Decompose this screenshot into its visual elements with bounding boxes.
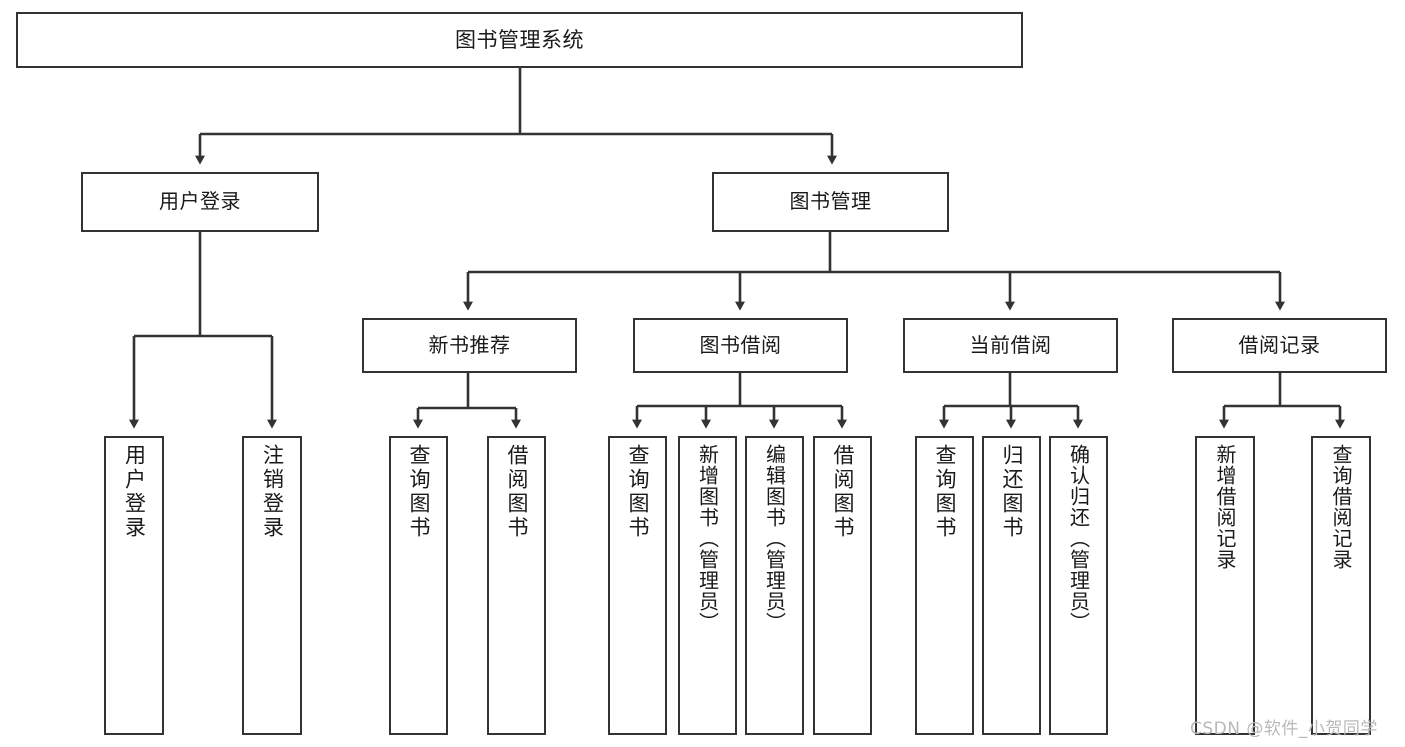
node-label: 新增借阅记录 (1213, 444, 1237, 570)
node-new-book-recommend[interactable]: 新书推荐 (362, 318, 577, 373)
node-label: 编辑图书（管理员） (762, 444, 787, 633)
node-label: 借阅图书 (505, 444, 529, 540)
node-label: 查询图书 (407, 444, 431, 540)
leaf-book-borrow-add-book-admin[interactable]: 新增图书（管理员） (678, 436, 737, 735)
node-label: 查询图书 (626, 444, 650, 540)
node-label: 注销登录 (260, 444, 285, 540)
node-label: 新增图书（管理员） (695, 444, 720, 633)
node-label: 确认归还（管理员） (1066, 444, 1091, 633)
node-label: 新书推荐 (428, 332, 511, 357)
node-root-system[interactable]: 图书管理系统 (16, 12, 1023, 68)
node-label: 用户登录 (159, 189, 241, 214)
node-label: 图书管理系统 (455, 27, 584, 52)
node-label: 查询借阅记录 (1329, 444, 1353, 570)
node-label: 借阅记录 (1238, 332, 1321, 357)
node-label: 用户登录 (122, 444, 147, 540)
node-borrow-record[interactable]: 借阅记录 (1172, 318, 1387, 373)
leaf-book-borrow-query[interactable]: 查询图书 (608, 436, 667, 735)
leaf-current-borrow-confirm-return-admin[interactable]: 确认归还（管理员） (1049, 436, 1108, 735)
node-current-borrow[interactable]: 当前借阅 (903, 318, 1118, 373)
leaf-new-book-borrow[interactable]: 借阅图书 (487, 436, 546, 735)
node-label: 当前借阅 (969, 332, 1052, 357)
leaf-borrow-record-query[interactable]: 查询借阅记录 (1311, 436, 1371, 735)
node-book-management[interactable]: 图书管理 (712, 172, 949, 232)
leaf-current-borrow-return[interactable]: 归还图书 (982, 436, 1041, 735)
node-user-login[interactable]: 用户登录 (81, 172, 319, 232)
leaf-user-login-logout[interactable]: 注销登录 (242, 436, 302, 735)
leaf-user-login-login[interactable]: 用户登录 (104, 436, 164, 735)
node-label: 查询图书 (933, 444, 957, 540)
node-label: 图书管理 (789, 189, 872, 214)
node-book-borrow[interactable]: 图书借阅 (633, 318, 848, 373)
leaf-current-borrow-query[interactable]: 查询图书 (915, 436, 974, 735)
node-label: 图书借阅 (699, 332, 782, 357)
node-label: 借阅图书 (831, 444, 855, 540)
leaf-book-borrow-edit-book-admin[interactable]: 编辑图书（管理员） (745, 436, 804, 735)
leaf-borrow-record-add[interactable]: 新增借阅记录 (1195, 436, 1255, 735)
node-label: 归还图书 (1000, 444, 1024, 540)
leaf-new-book-query[interactable]: 查询图书 (389, 436, 448, 735)
watermark-csdn: CSDN @软件_小贺同学 (1190, 719, 1378, 739)
leaf-book-borrow-borrow-book[interactable]: 借阅图书 (813, 436, 872, 735)
